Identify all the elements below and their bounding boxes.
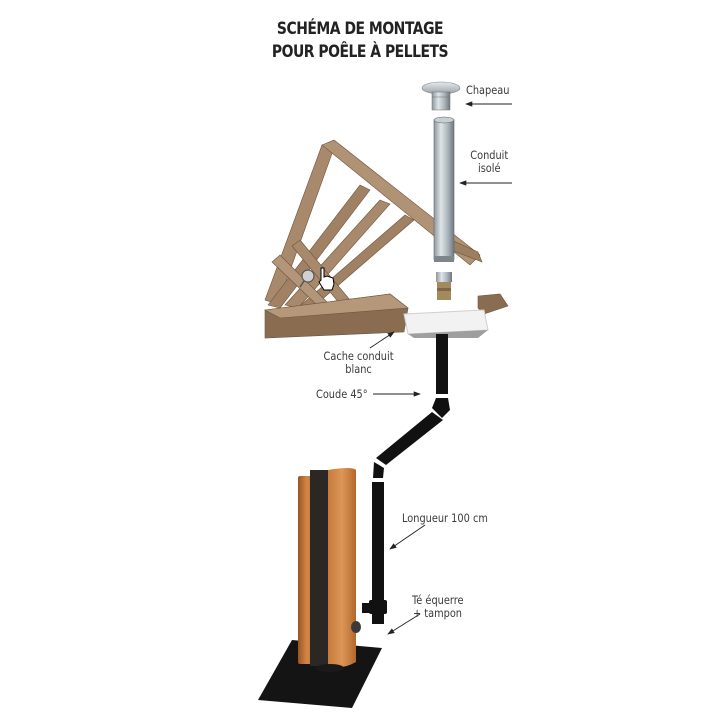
black-pipe (362, 334, 450, 624)
label-chapeau: Chapeau (466, 83, 510, 97)
label-te-equerre-line2: + tampon (412, 606, 463, 620)
label-te-equerre: Té équerre + tampon (412, 593, 464, 620)
title-line-1: SCHÉMA DE MONTAGE (276, 19, 444, 39)
label-cache-conduit: Cache conduit blanc (322, 350, 395, 376)
label-longueur: Longueur 100 cm (402, 511, 488, 525)
cache-conduit (403, 309, 489, 338)
conduit-isole-part (433, 116, 455, 300)
label-cache-conduit-line1: Cache conduit (323, 349, 394, 363)
title-line-2: POUR POÊLE À PELLETS (271, 42, 449, 62)
diagram-title: SCHÉMA DE MONTAGE POUR POÊLE À PELLETS (270, 18, 450, 64)
magnifier-icon (299, 269, 315, 288)
hand-pointer-icon (318, 267, 335, 291)
pellet-stove (258, 468, 382, 708)
label-conduit-isole-line2: isolé (477, 161, 501, 175)
label-te-equerre-line1: Té équerre (412, 593, 464, 607)
label-conduit-isole: Conduit isolé (468, 149, 511, 175)
label-arrows (369, 101, 512, 635)
label-coude: Coude 45° (316, 387, 368, 401)
label-conduit-isole-line1: Conduit (470, 148, 509, 162)
chapeau-part (421, 81, 461, 111)
label-cache-conduit-line2: blanc (345, 362, 372, 376)
